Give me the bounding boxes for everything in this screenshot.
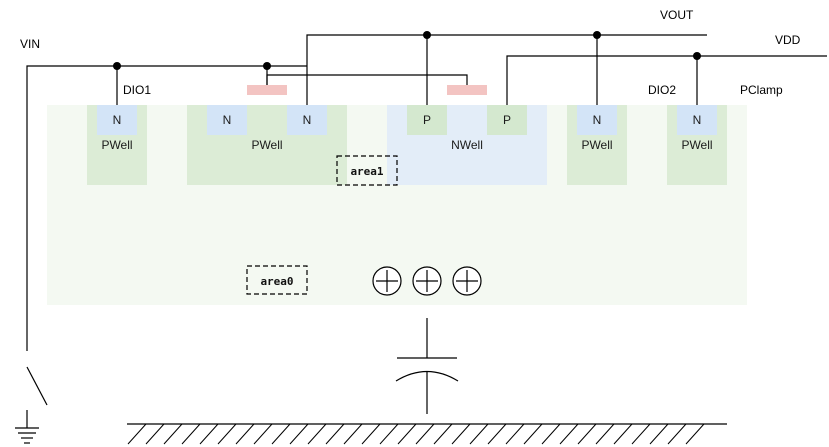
hatch-mark bbox=[217, 423, 237, 445]
n-label-dio1: N bbox=[113, 113, 122, 127]
capacitor-icon bbox=[395, 318, 459, 414]
hatch-mark bbox=[649, 423, 669, 445]
n-region-dio1 bbox=[97, 105, 137, 135]
hatch-mark bbox=[307, 423, 327, 445]
pwell-label-pclamp: PWell bbox=[681, 138, 712, 152]
hatch-mark bbox=[559, 423, 579, 445]
junction-dot bbox=[593, 31, 601, 39]
hatch-mark bbox=[487, 423, 507, 445]
hatch-mark bbox=[415, 423, 435, 445]
area1-box bbox=[336, 155, 398, 186]
junction-dot bbox=[693, 52, 701, 60]
area1-label: area1 bbox=[350, 165, 383, 178]
ground-plane bbox=[127, 423, 727, 445]
n-label-nmos-left: N bbox=[223, 113, 232, 127]
n-region-nmos-left bbox=[207, 105, 247, 135]
hatch-mark bbox=[361, 423, 381, 445]
n-region-pclamp bbox=[677, 105, 717, 135]
n-region-nmos-right bbox=[287, 105, 327, 135]
hatch-mark bbox=[613, 423, 633, 445]
pclamp-label: PClamp bbox=[740, 83, 783, 97]
junction-dot bbox=[113, 62, 121, 70]
vdd-label: VDD bbox=[775, 33, 801, 47]
hatch-mark bbox=[163, 423, 183, 445]
hatch-mark bbox=[253, 423, 273, 445]
dio1-label: DIO1 bbox=[123, 83, 151, 97]
hatch-mark bbox=[433, 423, 453, 445]
pwell-label-dio2: PWell bbox=[581, 138, 612, 152]
hatch-mark bbox=[595, 423, 615, 445]
pwell-label-dio1: PWell bbox=[101, 138, 132, 152]
p-label-pmos-right: P bbox=[503, 113, 511, 127]
n-label-pclamp: N bbox=[693, 113, 702, 127]
hatch-mark bbox=[127, 423, 147, 445]
n-label-nmos-right: N bbox=[303, 113, 312, 127]
nwell-label-pmos: NWell bbox=[451, 138, 483, 152]
pwell-label-nmos: PWell bbox=[251, 138, 282, 152]
vin-label: VIN bbox=[20, 37, 40, 51]
dio2-label: DIO2 bbox=[648, 83, 676, 97]
switch-icon bbox=[26, 366, 48, 406]
hatch-mark bbox=[379, 423, 399, 445]
hatch-mark bbox=[523, 423, 543, 445]
hatch-mark bbox=[451, 423, 471, 445]
hatch-mark bbox=[289, 423, 309, 445]
hatch-mark bbox=[145, 423, 165, 445]
hatch-mark bbox=[235, 423, 255, 445]
hatch-mark bbox=[505, 423, 525, 445]
p-region-pmos-left bbox=[407, 105, 447, 135]
hatch-mark bbox=[343, 423, 363, 445]
hatch-mark bbox=[271, 423, 291, 445]
plus-circle-icon bbox=[452, 266, 482, 296]
gate-nmos bbox=[247, 85, 287, 95]
n-region-dio2 bbox=[577, 105, 617, 135]
hatch-mark bbox=[577, 423, 597, 445]
vdd-net bbox=[266, 55, 827, 105]
hatch-mark bbox=[199, 423, 219, 445]
hatch-mark bbox=[397, 423, 417, 445]
hatch-mark bbox=[325, 423, 345, 445]
ground-icon bbox=[15, 410, 39, 444]
hatch-mark bbox=[469, 423, 489, 445]
junction-dot bbox=[423, 31, 431, 39]
junction-dot bbox=[263, 62, 271, 70]
vout-label: VOUT bbox=[660, 8, 694, 22]
p-region-pmos-right bbox=[487, 105, 527, 135]
area0-label: area0 bbox=[260, 275, 293, 288]
hatch-mark bbox=[541, 423, 561, 445]
gate-pmos bbox=[447, 85, 487, 95]
hatch-mark bbox=[181, 423, 201, 445]
hatch-mark bbox=[631, 423, 651, 445]
n-label-dio2: N bbox=[593, 113, 602, 127]
p-label-pmos-left: P bbox=[423, 113, 431, 127]
hatch-mark bbox=[667, 423, 687, 445]
area0-box bbox=[246, 265, 308, 295]
vout-net bbox=[306, 34, 707, 105]
hatch-mark bbox=[685, 423, 705, 445]
plus-circle-icon bbox=[372, 266, 402, 296]
plus-circle-icon bbox=[412, 266, 442, 296]
